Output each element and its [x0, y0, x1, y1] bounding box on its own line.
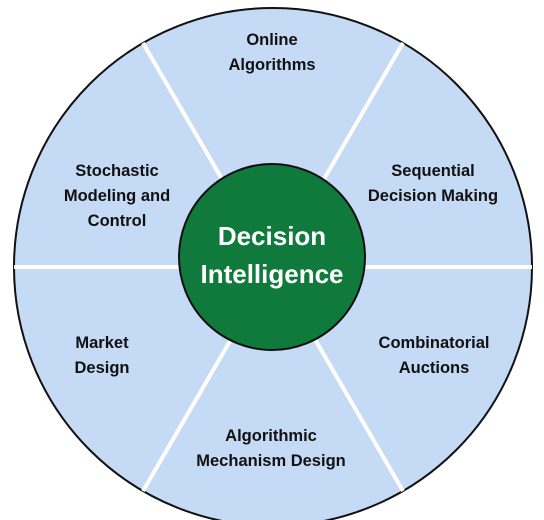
- segment-sequential-decision-making: Sequential Decision Making: [368, 162, 498, 205]
- segment-label-line: Modeling and: [64, 187, 170, 205]
- segment-combinatorial-auctions: Combinatorial Auctions: [379, 334, 490, 377]
- segment-label-line: Auctions: [399, 359, 470, 377]
- segment-market-design: Market Design: [74, 334, 129, 377]
- segment-label-line: Algorithmic: [225, 427, 317, 445]
- segment-label-line: Online: [246, 31, 297, 49]
- segment-label-line: Algorithms: [228, 56, 315, 74]
- center-title-line: Decision: [218, 221, 326, 251]
- center-circle: [178, 163, 366, 351]
- segment-label-line: Sequential: [391, 162, 474, 180]
- segment-online-algorithms: Online Algorithms: [228, 31, 315, 74]
- segment-label-line: Decision Making: [368, 187, 498, 205]
- segment-label-line: Control: [88, 212, 147, 230]
- segment-label-line: Design: [74, 359, 129, 377]
- center-title-line: Intelligence: [200, 259, 343, 289]
- segment-label-line: Market: [75, 334, 129, 352]
- segment-label-line: Combinatorial: [379, 334, 490, 352]
- segment-algorithmic-mechanism-design: Algorithmic Mechanism Design: [196, 427, 345, 470]
- segment-stochastic-modeling-and-control: Stochastic Modeling and Control: [64, 162, 170, 230]
- segment-label-line: Mechanism Design: [196, 452, 345, 470]
- segment-label-line: Stochastic: [75, 162, 158, 180]
